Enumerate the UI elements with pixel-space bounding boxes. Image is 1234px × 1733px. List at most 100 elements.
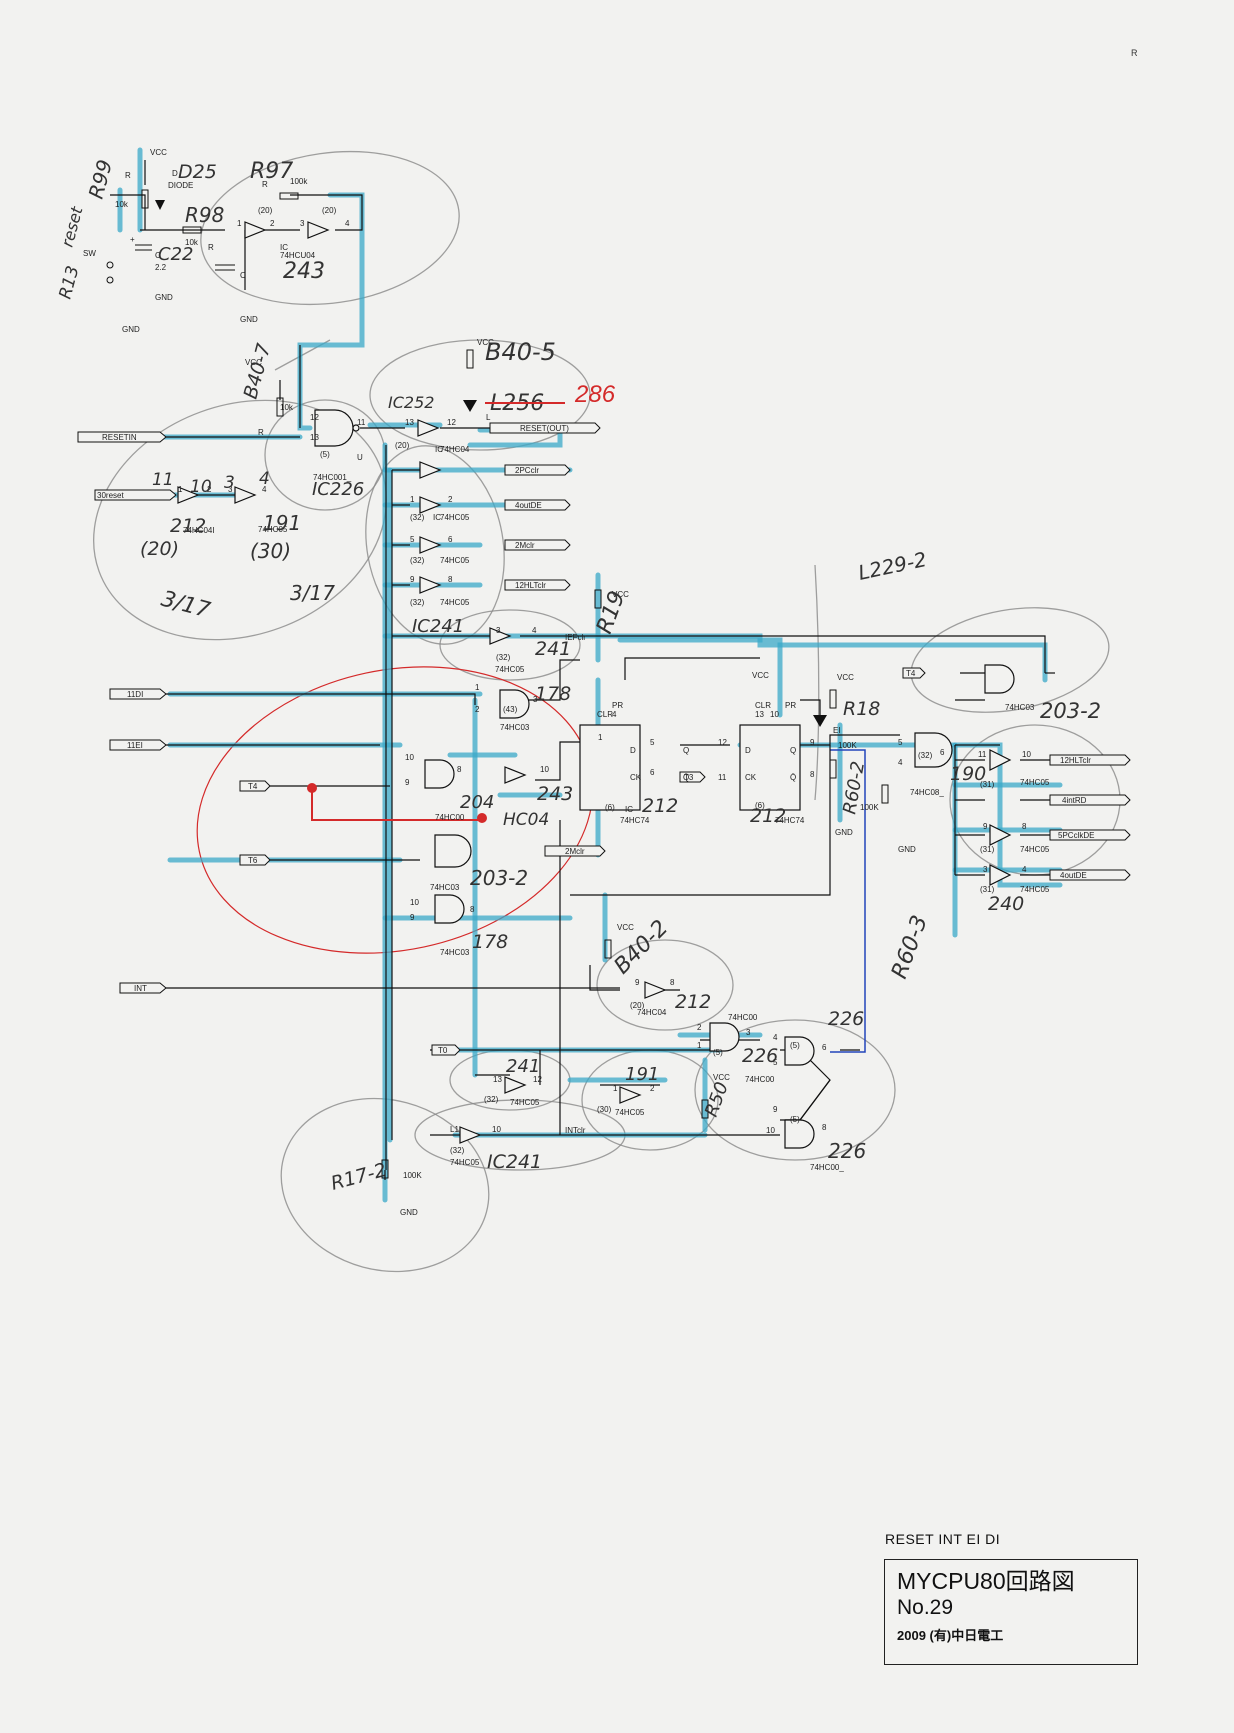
pin-number: 5 bbox=[898, 738, 903, 747]
pin-number: (20) bbox=[322, 206, 337, 215]
port-5pcclkde bbox=[1049, 829, 1131, 841]
nand-gate-74hc00 bbox=[424, 759, 455, 789]
dff-74hc74-b bbox=[739, 724, 801, 811]
nand-gate-74hc00 bbox=[784, 1119, 815, 1149]
part-label: R bbox=[262, 180, 268, 189]
title-caption: RESET INT EI DI bbox=[885, 1531, 1001, 1547]
hw-226b: 226 bbox=[828, 1008, 864, 1030]
part-label: IC bbox=[625, 805, 633, 814]
pin-number: (43) bbox=[503, 705, 518, 714]
pin-number: 12 bbox=[310, 413, 319, 422]
port-flags bbox=[77, 422, 1131, 1056]
dff-74hc74-a bbox=[579, 724, 641, 811]
inverter-gate bbox=[307, 221, 330, 239]
port-label-2mclr-b: 2Mclr bbox=[565, 847, 585, 856]
wiring bbox=[100, 160, 1120, 1180]
part-label: R bbox=[125, 171, 131, 180]
port-label-11di: 11DI bbox=[127, 690, 143, 699]
part-label: 74HC00 bbox=[745, 1075, 775, 1084]
part-label: + bbox=[130, 235, 135, 244]
part-label: 74HC05 bbox=[450, 1158, 480, 1167]
vcc-label: VCC bbox=[477, 338, 494, 347]
pin-number: 9 bbox=[810, 738, 815, 747]
pin-number: 8 bbox=[448, 575, 453, 584]
pin-number: 13 bbox=[493, 1075, 502, 1084]
hw-203-2: 203-2 bbox=[470, 866, 528, 890]
hw-ic241: IC241 bbox=[412, 616, 464, 637]
pin-number: 1 bbox=[178, 485, 183, 494]
pin-number: 8 bbox=[810, 770, 815, 779]
pin-number: 6 bbox=[448, 535, 453, 544]
port-label-resetin: RESETIN bbox=[102, 433, 137, 442]
part-label: 74HC05 bbox=[440, 513, 470, 522]
led-ei bbox=[813, 715, 827, 727]
resistor-r60-2 bbox=[829, 759, 837, 779]
pin-number: (32) bbox=[450, 1146, 465, 1155]
part-label: D bbox=[172, 169, 178, 178]
part-label: 100K bbox=[838, 741, 857, 750]
port-label-t6: T6 bbox=[248, 856, 258, 865]
hw-r18: R18 bbox=[843, 698, 880, 720]
switch-contact bbox=[106, 261, 114, 269]
inverter-gate bbox=[989, 824, 1012, 846]
part-label: DIODE bbox=[168, 181, 193, 190]
part-label: 100k bbox=[290, 177, 308, 186]
part-label: 74HC03 bbox=[1005, 703, 1035, 712]
gnd-label: GND bbox=[898, 845, 916, 854]
vcc-label: VCC bbox=[612, 590, 629, 599]
hw-c22: C22 bbox=[158, 244, 193, 265]
pin-number: 3 bbox=[746, 1028, 751, 1037]
port-label-4intrd: 4intRD bbox=[1062, 796, 1087, 805]
hw-190: 190 bbox=[950, 763, 986, 785]
pin-number: (31) bbox=[980, 845, 995, 854]
pin-number: 1 bbox=[237, 219, 242, 228]
net-label-ei: EI bbox=[833, 726, 841, 735]
nand-gate-74hc03 bbox=[499, 689, 530, 719]
pin-number: 2 bbox=[207, 485, 212, 494]
pin-number: 3 bbox=[300, 219, 305, 228]
hw-286: 286 bbox=[574, 381, 616, 408]
pin-number: PR bbox=[785, 701, 796, 710]
resistor-b40-5 bbox=[466, 349, 474, 369]
hw-10: 10 bbox=[190, 477, 212, 497]
part-label: IC bbox=[435, 445, 443, 454]
pin-number: 4 bbox=[773, 1033, 778, 1042]
red-pen-wire bbox=[311, 788, 485, 821]
nand-gate-74hc03 bbox=[984, 664, 1015, 694]
pin-number: 6 bbox=[940, 748, 945, 757]
port-label-2pcclr: 2PCclr bbox=[515, 466, 539, 475]
pin-number: (20) bbox=[258, 206, 273, 215]
net-label-iefclr: IEFclr bbox=[565, 633, 586, 642]
port-4intrd bbox=[1049, 794, 1131, 806]
port-t0 bbox=[431, 1044, 461, 1056]
pin-number: (5) bbox=[320, 450, 330, 459]
pin-number: D bbox=[630, 746, 636, 755]
pin-number: (30) bbox=[597, 1105, 612, 1114]
inverter-gate bbox=[619, 1086, 642, 1104]
hw-20: (20) bbox=[140, 538, 179, 560]
hw-212c: 212 bbox=[750, 805, 786, 827]
pin-number: 4 bbox=[1022, 865, 1027, 874]
pin-number: 2 bbox=[270, 219, 275, 228]
part-label: 74HC04 bbox=[637, 1008, 667, 1017]
hw-r13: R13 bbox=[56, 264, 84, 301]
port-resetin bbox=[77, 431, 167, 443]
inverter-gate bbox=[177, 486, 200, 504]
vcc-label: VCC bbox=[713, 1073, 730, 1082]
hw-243: 243 bbox=[283, 259, 325, 284]
port-label-reset-out: RESET(OUT) bbox=[520, 424, 569, 433]
part-label: 74HC05 bbox=[1020, 845, 1050, 854]
pin-number: 10 bbox=[770, 710, 779, 719]
port-label-t0: T0 bbox=[438, 1046, 448, 1055]
port-label-int: INT bbox=[134, 984, 147, 993]
port-label-11ei: 11EI bbox=[127, 741, 143, 750]
inverter-gate bbox=[419, 536, 442, 554]
led-symbol bbox=[463, 400, 477, 412]
pin-number: Q̄ bbox=[683, 773, 689, 782]
pin-number: (5) bbox=[713, 1048, 723, 1057]
port-label-2mclr: 2Mclr bbox=[515, 541, 535, 550]
part-label: 74HC03 bbox=[430, 883, 460, 892]
pin-number: 8 bbox=[470, 905, 475, 914]
gnd-label: GND bbox=[155, 293, 173, 302]
